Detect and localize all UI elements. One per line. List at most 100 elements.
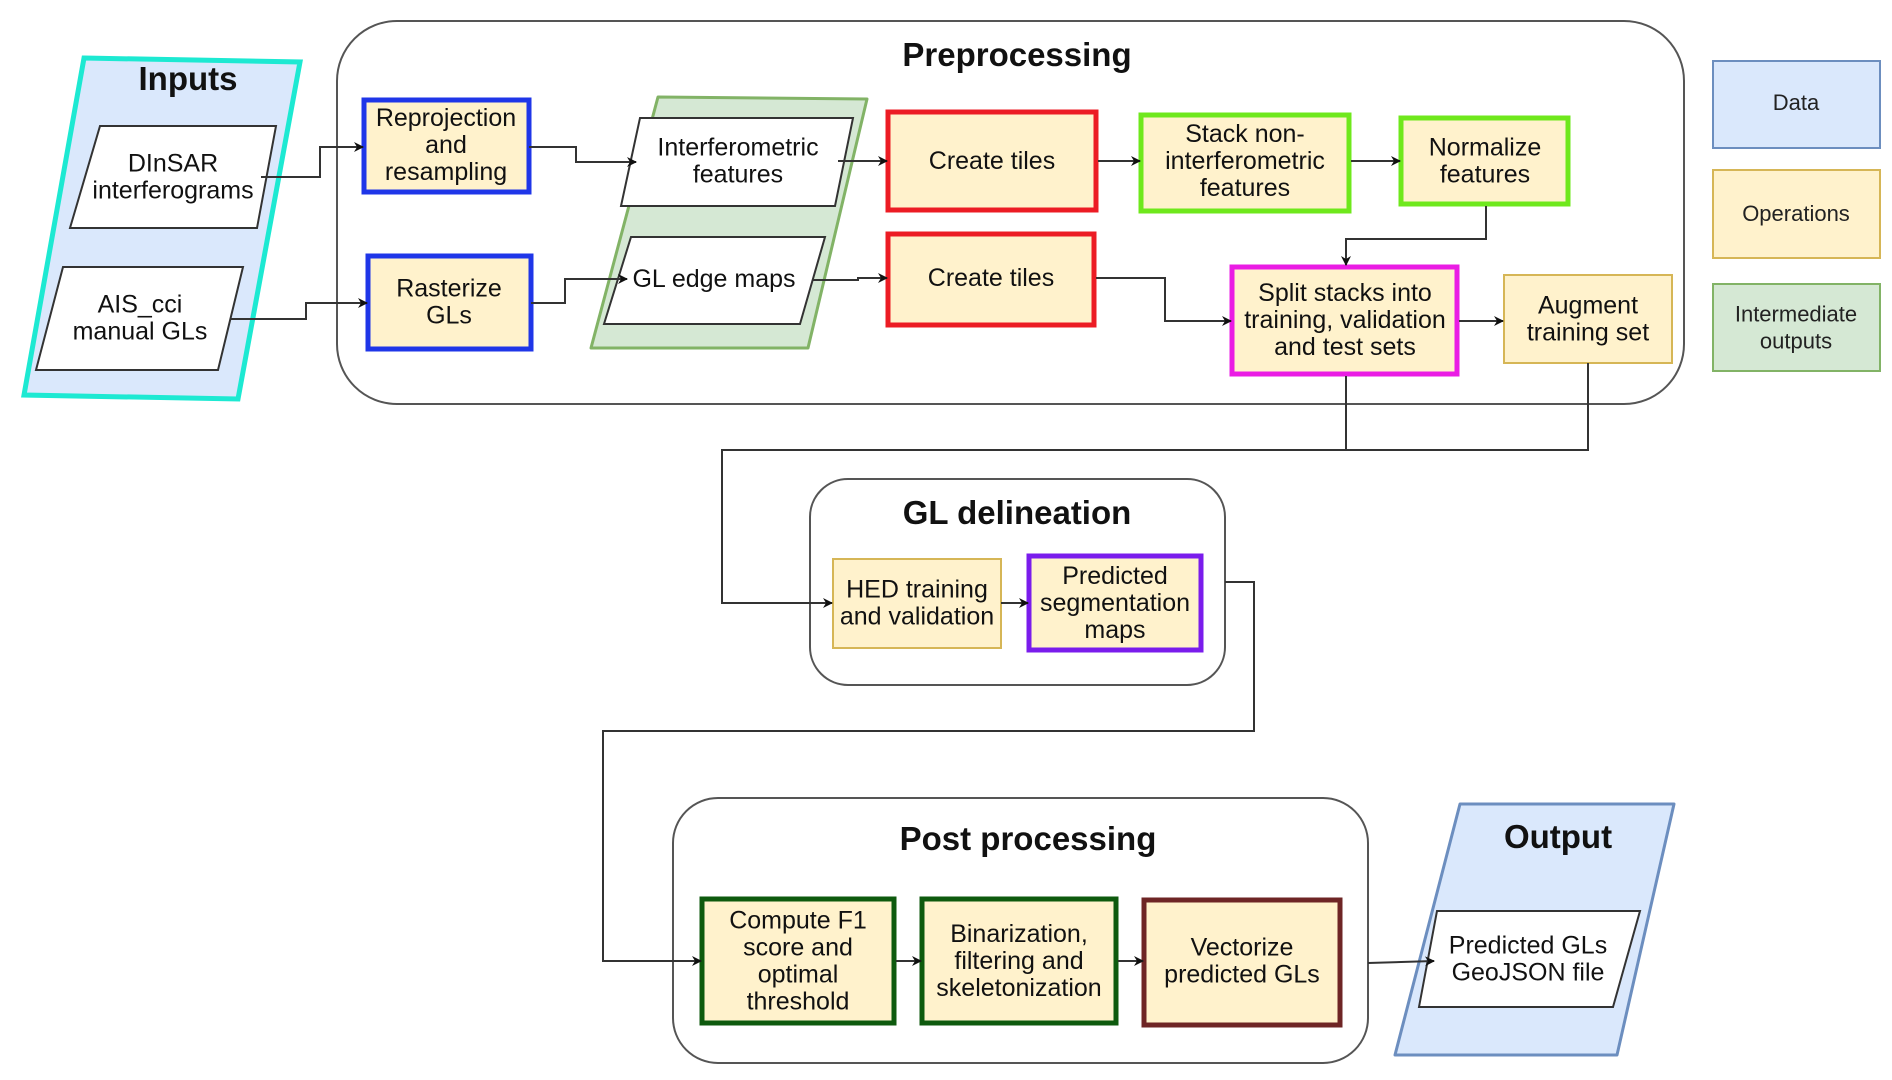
- label-line: Split stacks into: [1258, 279, 1432, 307]
- edge-ais-to-rasterize: [230, 298, 368, 320]
- label-line: and test sets: [1274, 333, 1416, 361]
- legend-operations-swatch: [1712, 169, 1881, 259]
- legend-operations-label: Operations: [1742, 201, 1850, 226]
- augment-training-set-node[interactable]: [1503, 274, 1673, 364]
- label-line: segmentation: [1040, 589, 1190, 617]
- label-line: Predicted GLs: [1449, 932, 1607, 960]
- label-line: GeoJSON file: [1452, 959, 1605, 987]
- label-line: skeletonization: [936, 974, 1101, 1002]
- label-line: score and: [743, 934, 853, 962]
- label-line: outputs: [1760, 329, 1832, 354]
- edge-dinsar-to-reprojection: [261, 142, 364, 178]
- label-line: Binarization,: [950, 920, 1088, 948]
- label-line: Reprojection: [376, 104, 516, 132]
- label-line: maps: [1084, 616, 1145, 644]
- label-line: Rasterize: [396, 275, 502, 303]
- label-line: Stack non-: [1185, 120, 1305, 148]
- gl-edge-maps-node[interactable]: [602, 236, 827, 325]
- label-line: and validation: [840, 603, 994, 631]
- hed-training-node[interactable]: [832, 558, 1002, 649]
- legend-intermediate-swatch: [1712, 283, 1881, 372]
- legend-data-swatch: [1712, 60, 1881, 149]
- label-line: Operations: [1742, 201, 1850, 226]
- edge-reprojection-to-interferometric: [529, 146, 637, 167]
- label-line: AIS_cci: [98, 291, 183, 319]
- label-line: predicted GLs: [1164, 961, 1320, 989]
- input-dinsar-interferograms[interactable]: [68, 125, 278, 229]
- create-tiles-2-node[interactable]: [885, 231, 1097, 328]
- compute-f1-node[interactable]: [699, 896, 897, 1026]
- label-line: manual GLs: [73, 318, 208, 346]
- inputs-title: Inputs: [139, 60, 238, 97]
- label-line: resampling: [385, 158, 507, 186]
- predicted-segmentation-node[interactable]: [1026, 553, 1204, 653]
- create-tiles-1-label: Create tiles: [929, 147, 1055, 175]
- label-line: interferograms: [92, 177, 253, 205]
- label-line: HED training: [846, 576, 988, 604]
- label-line: Augment: [1538, 292, 1638, 320]
- label-line: filtering and: [954, 947, 1083, 975]
- label-line: Create tiles: [929, 147, 1055, 175]
- binarization-node[interactable]: [919, 896, 1119, 1026]
- predicted-gls-geojson-node[interactable]: [1417, 910, 1642, 1008]
- input-ais-cci-manual-gls[interactable]: [34, 266, 245, 371]
- label-line: GLs: [426, 302, 472, 330]
- output-title: Output: [1504, 818, 1612, 855]
- create-tiles-1-node[interactable]: [885, 109, 1099, 213]
- label-line: features: [1440, 161, 1530, 189]
- label-line: Create tiles: [928, 264, 1054, 292]
- label-line: Predicted: [1062, 562, 1168, 590]
- interferometric-features-node[interactable]: [619, 117, 855, 207]
- edge-normalize-to-split: [1341, 206, 1487, 266]
- gl-delineation-title: GL delineation: [903, 494, 1132, 531]
- edge-rasterize-to-gl-edge-maps: [531, 274, 628, 304]
- edge-post-to-output: [1367, 956, 1435, 967]
- label-line: features: [1200, 174, 1290, 202]
- rasterize-gls-node[interactable]: [365, 253, 534, 352]
- label-line: optimal: [758, 961, 839, 989]
- label-line: Intermediate: [1735, 302, 1857, 327]
- label-line: features: [693, 161, 783, 189]
- normalize-features-node[interactable]: [1398, 115, 1571, 207]
- label-line: threshold: [747, 988, 850, 1016]
- label-line: Interferometric: [657, 134, 818, 162]
- reprojection-node[interactable]: [361, 97, 532, 195]
- edge-create-tiles-2-to-split: [1096, 277, 1232, 326]
- label-line: Vectorize: [1191, 934, 1294, 962]
- split-stacks-node[interactable]: [1229, 264, 1460, 377]
- stack-non-interferometric-node[interactable]: [1138, 112, 1352, 214]
- edge-gl-edge-to-create-tiles-2: [812, 273, 888, 283]
- label-line: interferometric: [1165, 147, 1325, 175]
- label-line: Data: [1773, 90, 1820, 115]
- label-line: and: [425, 131, 467, 159]
- label-line: GL edge maps: [632, 265, 795, 293]
- vectorize-node[interactable]: [1141, 897, 1343, 1028]
- preprocessing-title: Preprocessing: [902, 36, 1131, 73]
- binarization-label: Binarization,filtering andskeletonizatio…: [936, 920, 1101, 1002]
- post-processing-title: Post processing: [900, 820, 1157, 857]
- label-line: training, validation: [1244, 306, 1446, 334]
- edge-preprocessing-to-hed: [721, 363, 1589, 608]
- label-line: Compute F1: [729, 907, 867, 935]
- label-line: DInSAR: [128, 150, 218, 178]
- label-line: training set: [1527, 319, 1649, 347]
- legend-data-label: Data: [1773, 90, 1820, 115]
- edge-delineation-to-post: [602, 581, 1255, 966]
- gl-edge-maps-label: GL edge maps: [632, 265, 795, 293]
